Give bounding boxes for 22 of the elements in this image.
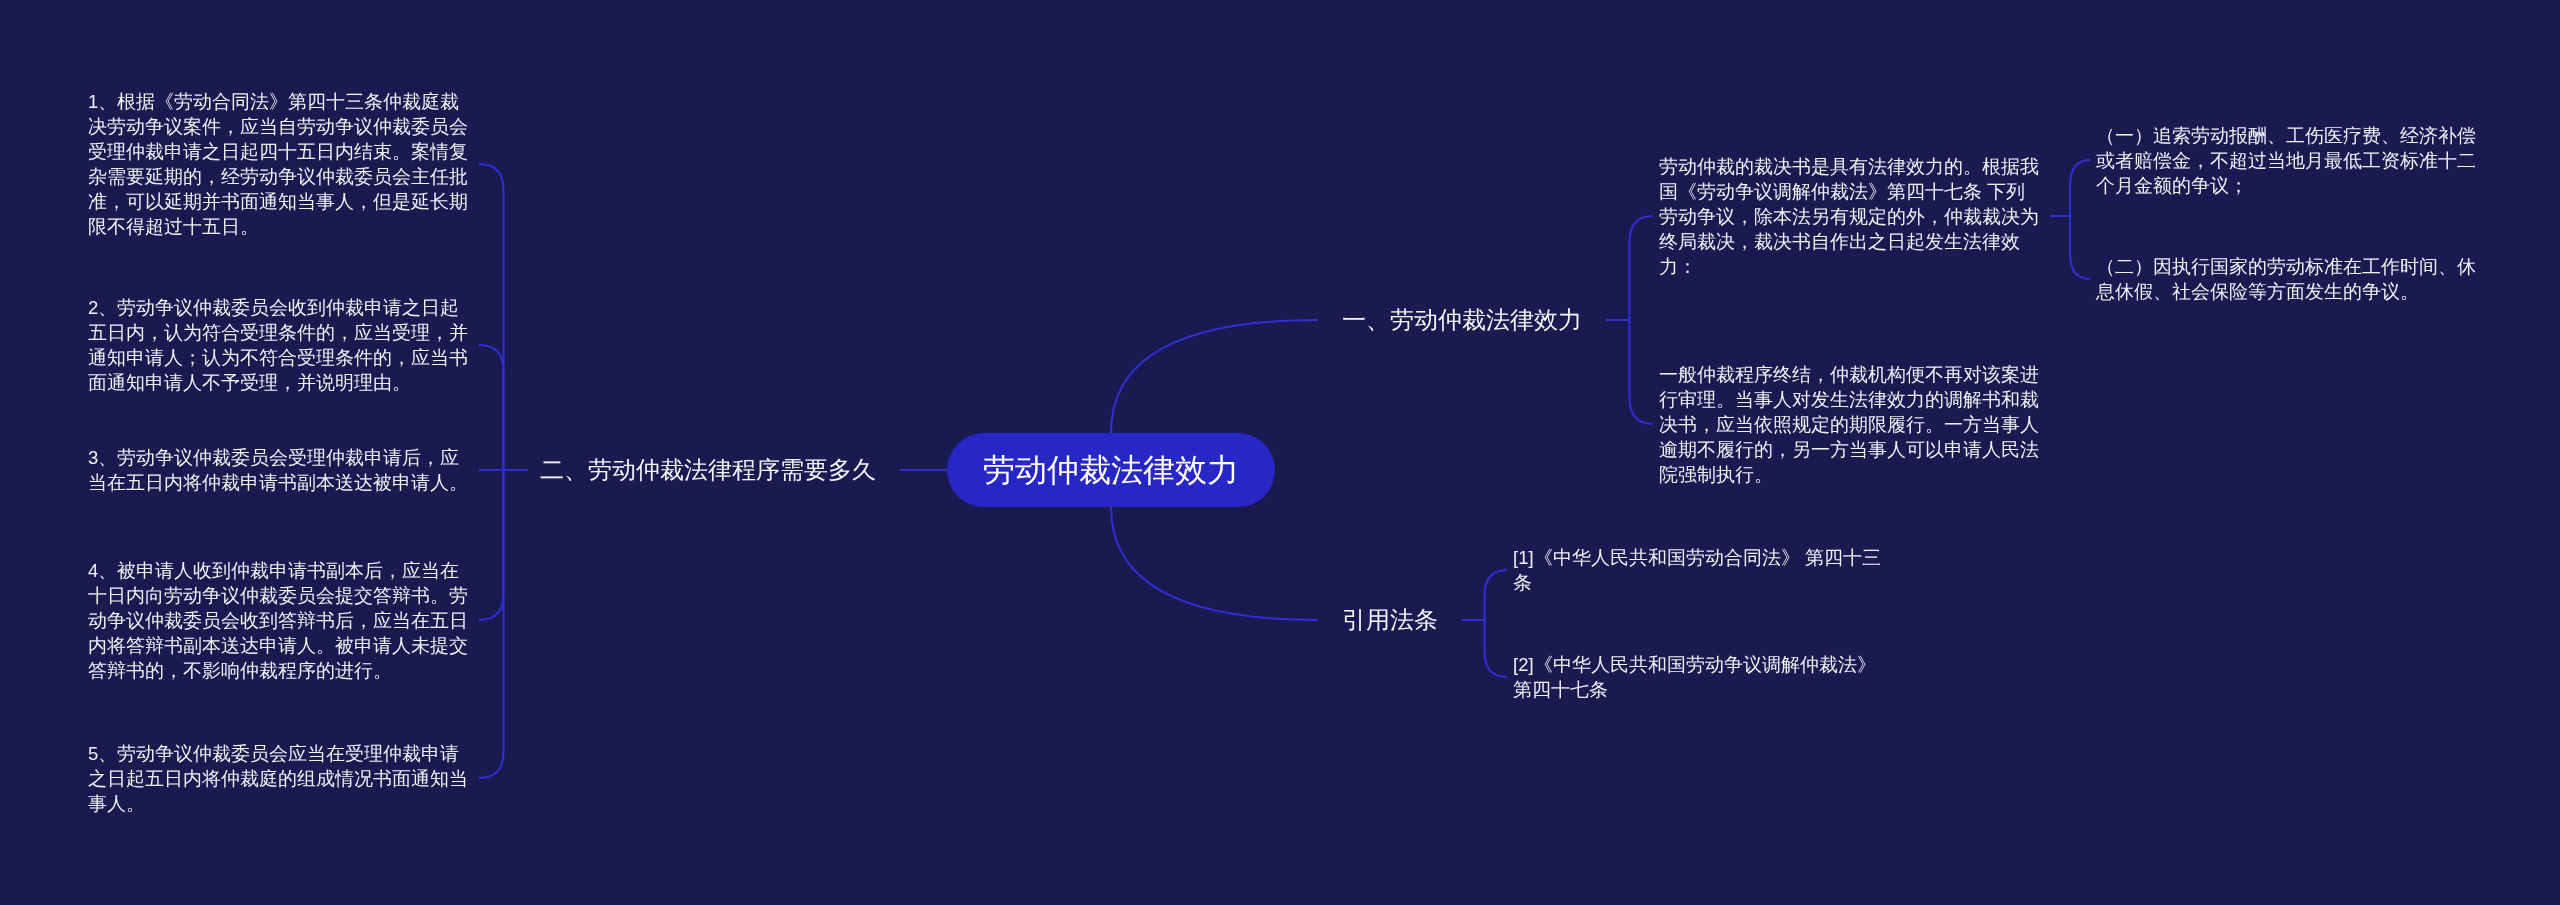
connector-line (1110, 319, 1319, 434)
connector-line (1605, 319, 1654, 425)
topic-text: （二）因执行国家的劳动标准在工作时间、休息休假、社会保险等方面发生的争议。 (2090, 254, 2487, 304)
topic-text: 3、劳动争议仲裁委员会受理仲裁申请后，应当在五日内将仲裁申请书副本送达被申请人。 (82, 445, 479, 495)
connector-line (2049, 215, 2091, 280)
citation-text: [1]《中华人民共和国劳动合同法》 第四十三条 (1507, 545, 1895, 595)
topic-text: 1、根据《劳动合同法》第四十三条仲裁庭裁决劳动争议案件，应当自劳动争议仲裁委员会受理仲裁申请之日起四十五日内结束。案情复杂需要延期的，经劳动争议仲裁委员会主任批准，可以延期并书面通知当事人，但是延长期限不得超过十五日。 (82, 89, 479, 239)
topic-text: （一）追索劳动报酬、工伤医疗费、经济补偿或者赔偿金，不超过当地月最低工资标准十二个月金额的争议； (2090, 122, 2487, 198)
central-topic: 劳动仲裁法律效力 (947, 433, 1275, 507)
connector-line (1110, 506, 1319, 621)
topic-text: 2、劳动争议仲裁委员会收到仲裁申请之日起五日内，认为符合受理条件的，应当受理，并通知申请人；认为不符合受理条件的，应当书面通知申请人不予受理，并说明理由。 (82, 295, 479, 395)
topic-text: 一般仲裁程序终结，仲裁机构便不再对该案进行审理。当事人对发生法律效力的调解书和裁决书，应当依照规定的期限履行。一方当事人逾期不履行的，另一方当事人可以申请人民法院强制执行。 (1653, 361, 2050, 487)
topic-text: 4、被申请人收到仲裁申请书副本后，应当在十日内向劳动争议仲裁委员会提交答辩书。劳动争议仲裁委员会收到答辩书后，应当在五日内将答辩书副本送达申请人。被申请人未提交答辩书的，不影响仲裁程序的进行。 (82, 557, 479, 683)
branch-topic: 一、劳动仲裁法律效力 (1318, 300, 1606, 340)
topic-text: 劳动仲裁的裁决书是具有法律效力的。根据我国《劳动争议调解仲裁法》第四十七条 下列劳动争议，除本法另有规定的外，仲裁裁决为终局裁决，裁决书自作出之日起发生法律效力： (1653, 153, 2050, 279)
connector-line (1461, 619, 1508, 678)
branch-topic: 引用法条 (1318, 600, 1462, 640)
branch-topic: 二、劳动仲裁法律程序需要多久 (528, 450, 900, 490)
connector-line (899, 469, 948, 471)
topic-text: 5、劳动争议仲裁委员会应当在受理仲裁申请之日起五日内将仲裁庭的组成情况书面通知当事人。 (82, 740, 479, 816)
citation-text: [2]《中华人民共和国劳动争议调解仲裁法》第四十七条 (1507, 652, 1895, 702)
connector-line (478, 469, 529, 779)
